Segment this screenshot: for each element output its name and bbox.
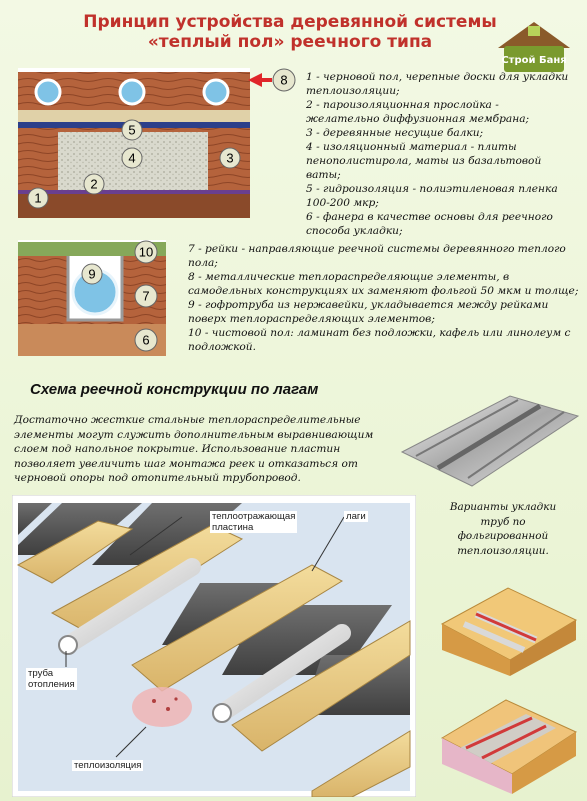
groove bbox=[467, 411, 565, 479]
heating-pipe bbox=[481, 724, 547, 760]
subfloor-layer bbox=[18, 194, 250, 218]
joist-beam bbox=[16, 520, 134, 584]
pipe-end-icon bbox=[212, 703, 232, 723]
leader-line bbox=[129, 516, 183, 556]
logo: Строй Баня bbox=[498, 22, 570, 72]
variant-image-1 bbox=[440, 587, 578, 676]
callout-joists: лаги bbox=[344, 511, 368, 522]
page-title: Принцип устройства деревянной системы «т… bbox=[83, 12, 497, 52]
rail-detail-diagram: 10 9 7 6 bbox=[18, 240, 166, 356]
label-3: 3 bbox=[219, 147, 241, 169]
pipe-end-icon bbox=[58, 635, 78, 655]
floor-cross-section-diagram: 5 4 3 2 1 bbox=[18, 68, 250, 218]
pipe-icon bbox=[118, 78, 146, 106]
label-2: 2 bbox=[83, 173, 105, 195]
pipe-icon bbox=[34, 78, 62, 106]
label-9: 9 bbox=[81, 263, 103, 285]
svg-text:6: 6 bbox=[142, 333, 149, 348]
svg-text:8: 8 bbox=[280, 73, 287, 88]
heating-pipe bbox=[59, 558, 201, 654]
vapor-barrier-layer bbox=[18, 190, 250, 194]
svg-text:3: 3 bbox=[226, 151, 233, 166]
heating-pipe bbox=[213, 624, 351, 722]
pipe-icon bbox=[202, 78, 230, 106]
label-1: 1 bbox=[27, 187, 49, 209]
legend-layers-1-6: 1 - черновой пол, черепные доски для укл… bbox=[306, 71, 569, 237]
svg-text:2: 2 bbox=[90, 177, 97, 192]
label-4: 4 bbox=[121, 147, 143, 169]
corrugated-plates-image bbox=[400, 395, 580, 487]
callout-heating-pipe: труба отопления bbox=[26, 668, 77, 690]
svg-text:9: 9 bbox=[88, 267, 95, 282]
label-6: 6 bbox=[134, 328, 158, 352]
heating-pipe bbox=[475, 612, 537, 642]
logo-text: Строй Баня bbox=[501, 55, 566, 66]
section-heading: Схема реечной конструкции по лагам bbox=[30, 381, 319, 398]
plywood-layer bbox=[18, 110, 250, 122]
leader-line bbox=[311, 516, 345, 572]
svg-text:7: 7 bbox=[142, 289, 149, 304]
groove bbox=[436, 403, 542, 471]
variants-caption: Варианты укладки труб по фольгированной … bbox=[449, 501, 557, 557]
label-7: 7 bbox=[134, 284, 158, 308]
svg-text:1: 1 bbox=[34, 191, 41, 206]
arrow-left-icon bbox=[248, 73, 262, 87]
label-8: 8 bbox=[248, 68, 296, 92]
label-5: 5 bbox=[121, 119, 143, 141]
section-paragraph: Достаточно жесткие стальные теплораспред… bbox=[14, 414, 374, 484]
leader-line bbox=[115, 726, 147, 758]
callout-insulation: теплоизоляция bbox=[72, 760, 144, 771]
finish-floor-layer bbox=[18, 242, 166, 256]
insulation-material bbox=[132, 687, 192, 727]
groove bbox=[415, 399, 519, 457]
joist-beam bbox=[311, 730, 411, 797]
svg-text:4: 4 bbox=[128, 151, 135, 166]
joist-beam bbox=[131, 564, 344, 692]
heat-plate bbox=[18, 503, 142, 555]
legend-layers-7-10: 7 - рейки - направляющие реечной системы… bbox=[188, 243, 579, 353]
svg-text:10: 10 bbox=[139, 245, 153, 260]
heating-pipe bbox=[465, 716, 533, 750]
svg-text:5: 5 bbox=[128, 123, 135, 138]
variant-image-2 bbox=[440, 699, 578, 794]
label-10: 10 bbox=[134, 240, 158, 264]
joist-structure-illustration bbox=[12, 495, 416, 797]
heat-plate bbox=[92, 503, 242, 565]
joist-beam bbox=[231, 620, 411, 752]
callout-heat-plate: теплоотражающая пластина bbox=[210, 511, 298, 533]
